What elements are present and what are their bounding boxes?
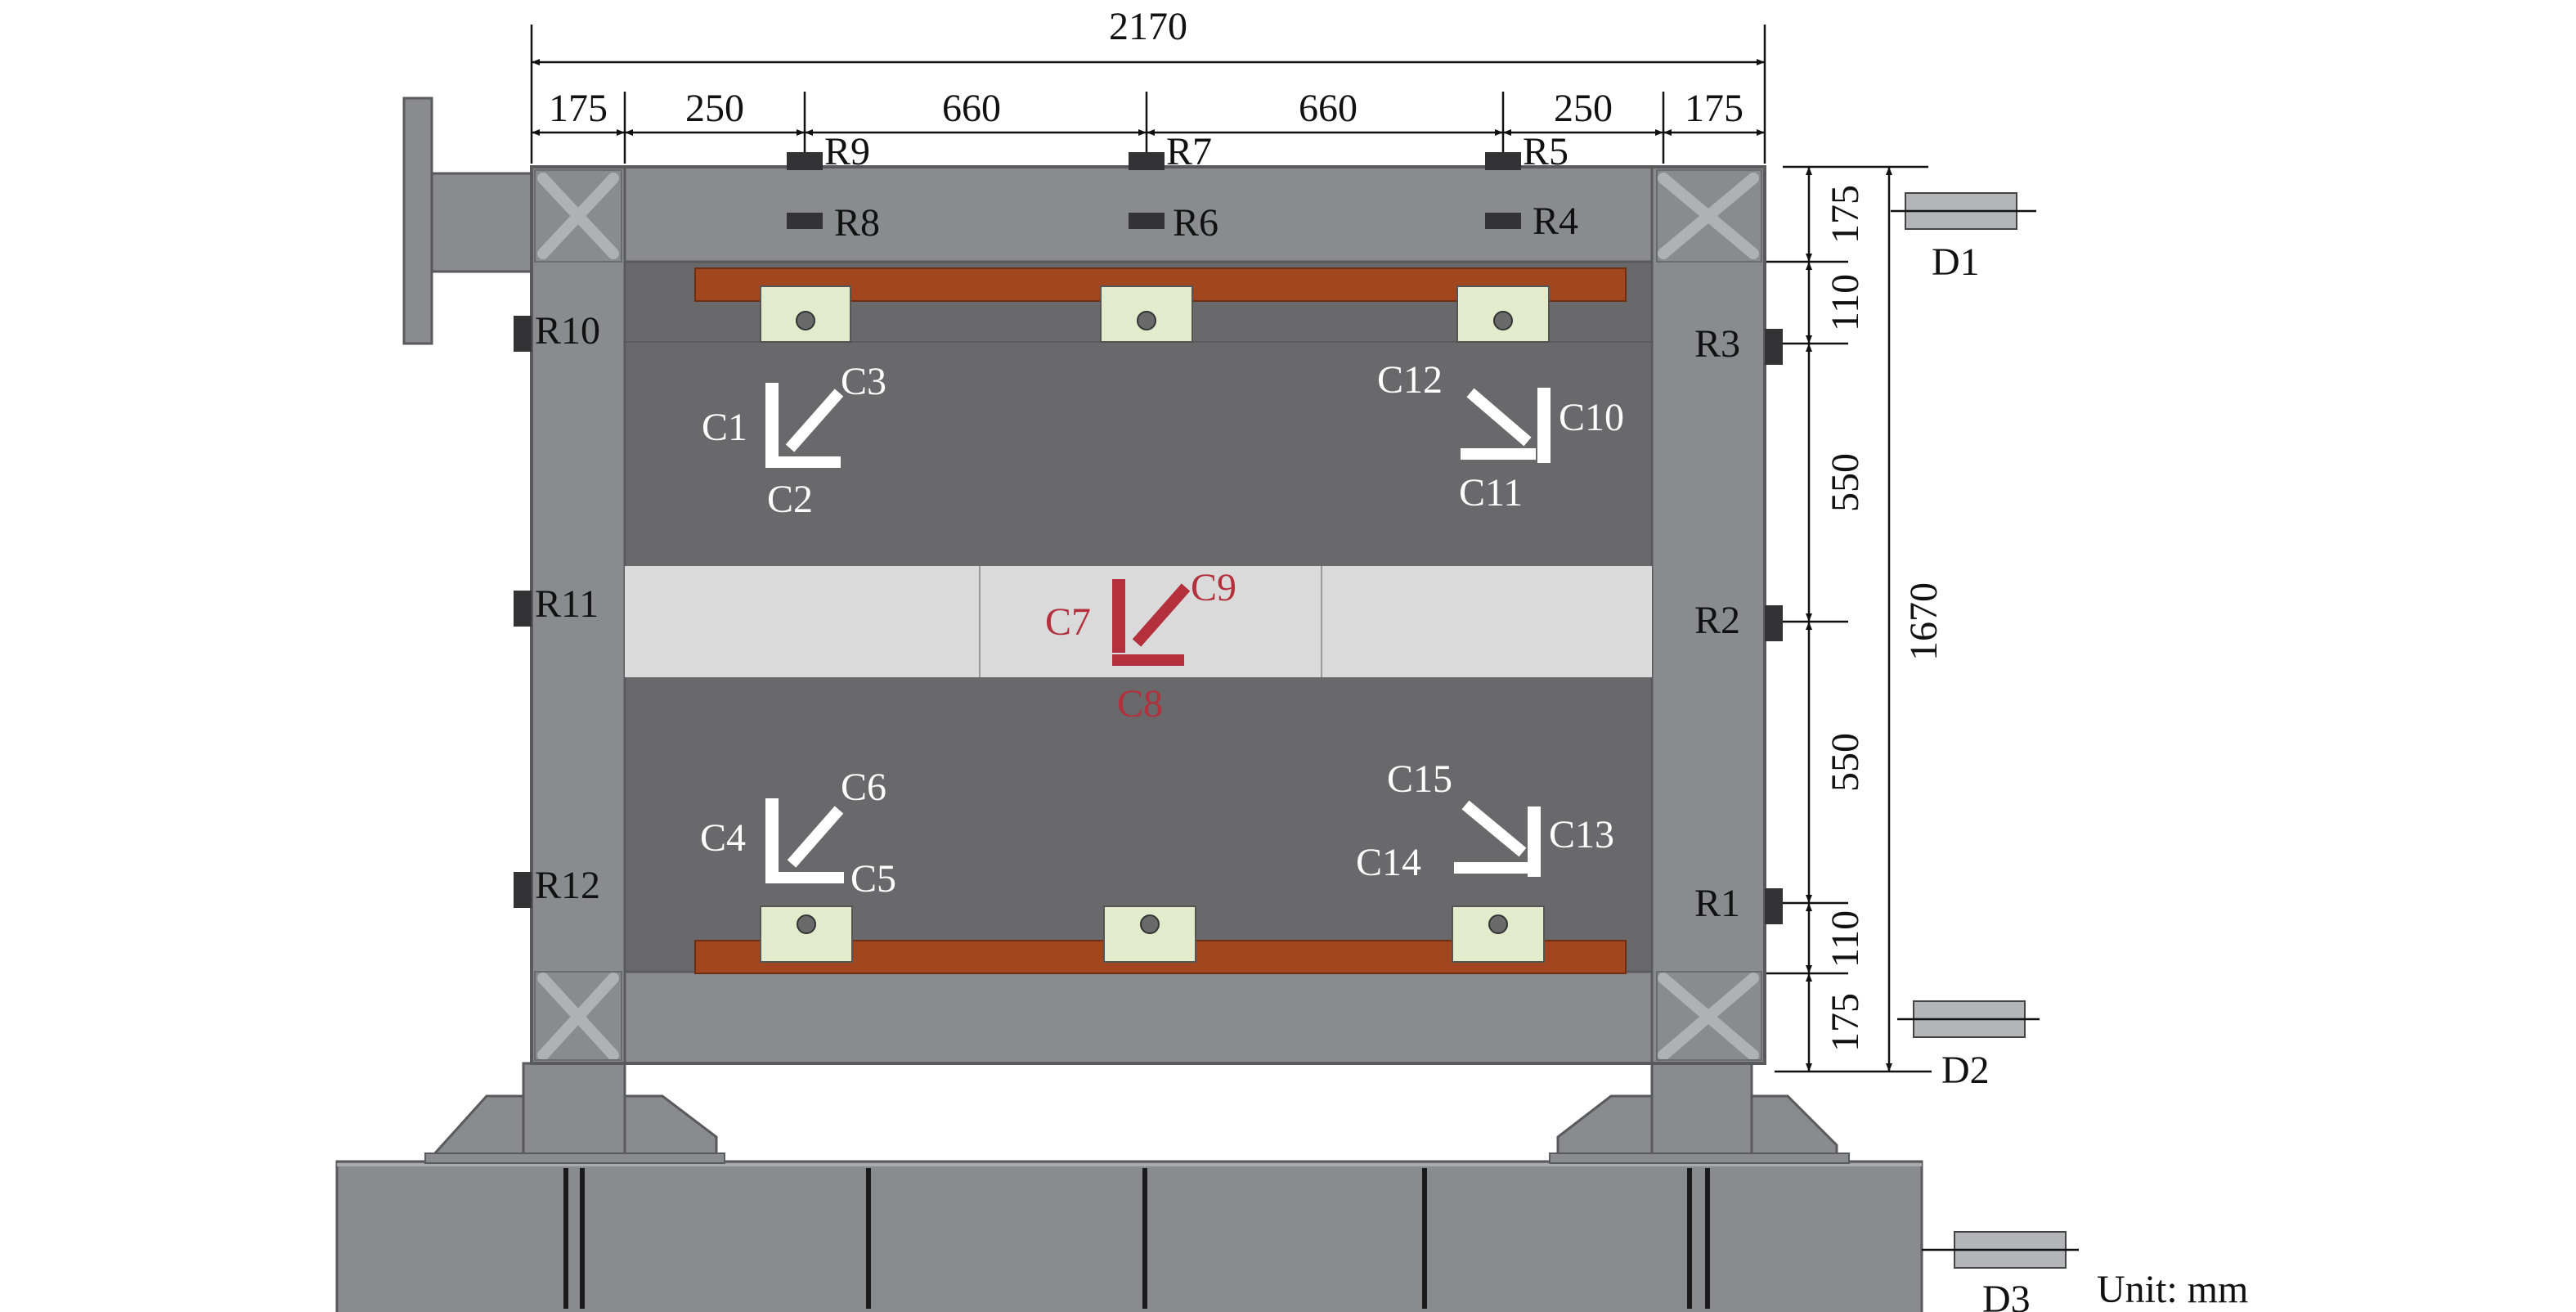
gauge-r10: R10	[535, 309, 600, 353]
dim-top-seg-4: 660	[1299, 87, 1358, 130]
rosette-label-c8: C8	[1117, 682, 1163, 726]
gauge-r9: R9	[824, 130, 870, 173]
gauge-r1: R1	[1694, 882, 1740, 925]
dim-top-seg-5: 250	[1554, 87, 1613, 130]
dim-top-seg-3: 660	[942, 87, 1001, 130]
rosette-center: C7 C8 C9	[1045, 566, 1236, 726]
displacement-sensor-d2: D2	[1897, 1000, 2040, 1092]
dim-right-seg-2: 110	[1824, 274, 1867, 331]
sensor-label-d3: D3	[1982, 1278, 2031, 1312]
rosette-label-c11: C11	[1459, 471, 1523, 514]
rosette-upper-right: C10 C11 C12	[1377, 358, 1624, 514]
gauge-r11: R11	[535, 582, 599, 626]
gauge-r12: R12	[535, 864, 600, 907]
gauge-r3: R3	[1694, 322, 1740, 366]
displacement-sensor-d1: D1	[1891, 192, 2036, 284]
rosette-lower-left: C4 C5 C6	[700, 766, 896, 901]
rosette-label-c3: C3	[841, 360, 886, 403]
corner-braces	[537, 173, 1759, 1061]
rosette-label-c5: C5	[850, 857, 896, 901]
rebar-gauge-marks	[514, 152, 1783, 924]
rosette-label-c14: C14	[1356, 841, 1421, 884]
dim-top-seg-2: 250	[685, 87, 744, 130]
bottom-anchor-plates	[760, 905, 1545, 963]
gauge-r2: R2	[1694, 599, 1740, 642]
rosette-label-c12: C12	[1377, 358, 1443, 402]
right-dimension-values: 175 110 550 550 110 175 1670	[1824, 185, 1945, 1052]
left-pedestal	[424, 1062, 725, 1164]
rosette-label-c1: C1	[702, 406, 747, 449]
top-dimension-values: 2170 175 250 660 660 250 175	[549, 5, 1744, 130]
unit-note: Unit: mm	[2097, 1268, 2248, 1311]
dim-right-seg-6: 175	[1824, 993, 1867, 1052]
rosette-label-c7: C7	[1045, 600, 1091, 644]
rosette-label-c4: C4	[700, 816, 746, 860]
sensor-label-d1: D1	[1932, 240, 1980, 284]
rosette-upper-left: C1 C2 C3	[702, 360, 886, 521]
gauge-r5: R5	[1523, 130, 1568, 173]
dim-top-seg-6: 175	[1685, 87, 1744, 130]
dim-right-seg-1: 175	[1824, 185, 1867, 244]
sensor-label-d2: D2	[1941, 1049, 1990, 1092]
gauge-r4: R4	[1533, 200, 1578, 243]
rosette-label-c13: C13	[1549, 813, 1614, 856]
gauge-r8: R8	[834, 201, 880, 245]
foundation-beam	[335, 1160, 1923, 1312]
top-dimension-lines	[530, 25, 1766, 164]
dim-overall-width: 2170	[1109, 5, 1187, 48]
rosette-label-c6: C6	[841, 766, 886, 809]
dim-top-seg-1: 175	[549, 87, 608, 130]
dim-right-seg-3: 550	[1824, 453, 1867, 512]
rebar-gauge-labels: R9 R7 R5 R8 R6 R4 R10 R11 R12 R3 R2 R1	[535, 130, 1740, 925]
displacement-sensor-d3: D3	[1922, 1231, 2079, 1312]
dim-right-seg-5: 110	[1824, 910, 1867, 968]
rosette-label-c10: C10	[1559, 396, 1624, 439]
rosette-label-c15: C15	[1387, 757, 1452, 801]
dim-right-seg-4: 550	[1824, 733, 1867, 792]
right-dimension-lines	[1766, 165, 1932, 1073]
dim-overall-height: 1670	[1902, 582, 1945, 661]
top-anchor-plates	[760, 285, 1550, 343]
right-pedestal	[1549, 1062, 1850, 1164]
loading-plate	[402, 97, 533, 345]
rosette-lower-right: C13 C14 C15	[1356, 757, 1614, 884]
rosette-label-c2: C2	[767, 478, 813, 521]
gauge-r7: R7	[1166, 130, 1212, 173]
rosette-label-c9: C9	[1191, 566, 1236, 609]
gauge-r6: R6	[1173, 201, 1218, 245]
